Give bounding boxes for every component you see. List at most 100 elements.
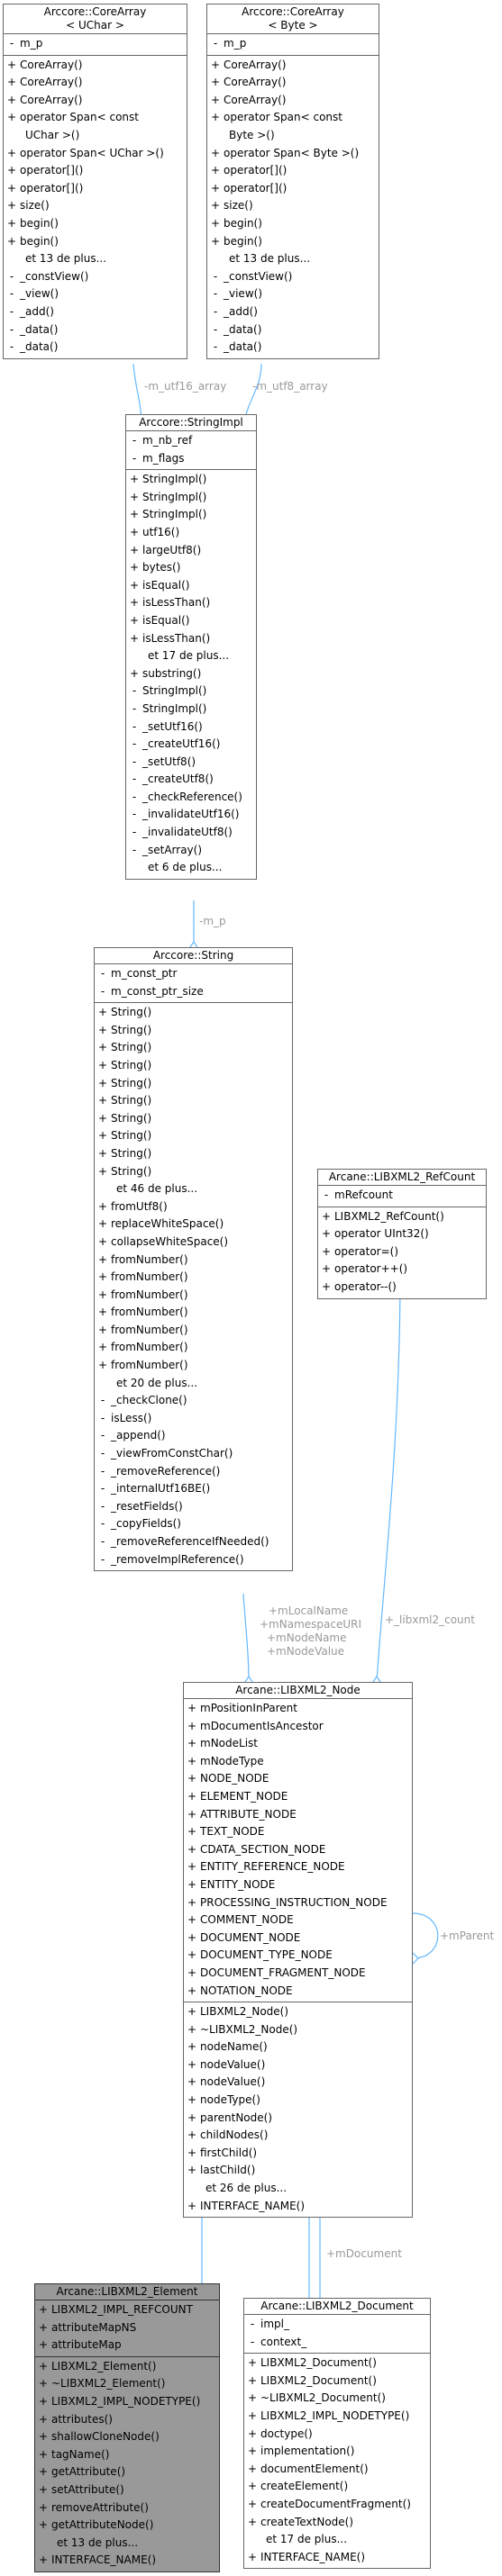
visibility-marker: + bbox=[187, 1948, 197, 1962]
member-row: +collapseWhiteSpace() bbox=[95, 1234, 292, 1252]
member-name: LIBXML2_IMPL_NODETYPE() bbox=[51, 2394, 201, 2408]
member-row: +String() bbox=[95, 1127, 292, 1145]
member-name: attributes() bbox=[51, 2412, 113, 2426]
visibility-marker: + bbox=[321, 1209, 332, 1223]
visibility-marker: + bbox=[187, 2199, 197, 2212]
visibility-marker: + bbox=[187, 1966, 197, 1979]
member-name: operator[]() bbox=[224, 181, 288, 194]
member-name: ATTRIBUTE_NODE bbox=[200, 1807, 297, 1821]
member-row: +firstChild() bbox=[184, 2145, 412, 2163]
visibility-marker: + bbox=[187, 1860, 197, 1874]
member-row: +NOTATION_NODE bbox=[184, 1983, 412, 2001]
member-name: _append() bbox=[111, 1429, 166, 1442]
visibility-marker: + bbox=[247, 2445, 258, 2458]
visibility-marker: + bbox=[247, 2427, 258, 2440]
edge-string-members bbox=[242, 1593, 250, 1683]
visibility-marker: + bbox=[187, 2005, 197, 2019]
edge-libxml2-count bbox=[376, 1274, 401, 1683]
member-row: +fromUtf8() bbox=[95, 1198, 292, 1216]
member-name: StringImpl() bbox=[142, 701, 207, 715]
member-name: nodeName() bbox=[200, 2040, 268, 2054]
visibility-marker: - bbox=[213, 269, 218, 283]
member-continuation: UChar >() bbox=[4, 127, 187, 145]
member-row: -_invalidateUtf8() bbox=[126, 824, 256, 842]
visibility-marker: + bbox=[6, 216, 17, 230]
member-name: LIBXML2_RefCount() bbox=[334, 1209, 444, 1223]
member-name: m_const_ptr_size bbox=[111, 984, 204, 998]
member-row: -_createUtf8() bbox=[126, 771, 256, 789]
visibility-marker: + bbox=[6, 199, 17, 212]
member-name: context_ bbox=[260, 2335, 307, 2348]
member-name: substring() bbox=[142, 666, 202, 680]
visibility-marker bbox=[126, 859, 142, 877]
member-row: -_removeReference() bbox=[95, 1463, 292, 1481]
member-continuation: et 46 de plus... bbox=[95, 1180, 292, 1198]
member-name: INTERFACE_NAME() bbox=[260, 2550, 366, 2563]
member-row: +size() bbox=[207, 197, 379, 215]
member-row: +String() bbox=[95, 1145, 292, 1163]
member-name: fromUtf8() bbox=[111, 1199, 168, 1213]
member-row: +CoreArray() bbox=[4, 57, 187, 75]
visibility-marker: - bbox=[100, 1447, 105, 1460]
visibility-marker: + bbox=[187, 1877, 197, 1891]
class-title-line: Arccore::StringImpl bbox=[139, 416, 243, 429]
visibility-marker: - bbox=[213, 304, 218, 318]
visibility-marker: + bbox=[38, 2412, 49, 2426]
member-name: size() bbox=[20, 199, 50, 212]
member-row: +isEqual() bbox=[126, 612, 256, 630]
visibility-marker: + bbox=[97, 1270, 108, 1284]
visibility-marker: - bbox=[132, 773, 137, 786]
attributes-section: +LIBXML2_IMPL_REFCOUNT+attributeMapNS+at… bbox=[35, 2300, 219, 2357]
member-row: +LIBXML2_Document() bbox=[244, 2373, 430, 2391]
class-title: Arccore::CoreArray< Byte > bbox=[207, 5, 379, 34]
member-row: +String() bbox=[95, 1057, 292, 1075]
member-name: _constView() bbox=[20, 269, 89, 283]
member-name: et 17 de plus... bbox=[148, 649, 230, 663]
methods-section: +StringImpl()+StringImpl()+StringImpl()+… bbox=[126, 470, 256, 879]
member-row: +~LIBXML2_Node() bbox=[184, 2021, 412, 2039]
member-row: +LIBXML2_Element() bbox=[35, 2358, 219, 2376]
visibility-marker: + bbox=[247, 2550, 258, 2563]
member-name: begin() bbox=[20, 234, 59, 248]
visibility-marker: + bbox=[187, 1895, 197, 1909]
visibility-marker: + bbox=[187, 1913, 197, 1927]
member-row: -m_const_ptr_size bbox=[95, 983, 292, 1001]
visibility-marker: + bbox=[38, 2553, 49, 2567]
member-row: -m_nb_ref bbox=[126, 432, 256, 450]
visibility-marker: - bbox=[213, 322, 218, 336]
member-row: +largeUtf8() bbox=[126, 542, 256, 560]
member-row: +nodeName() bbox=[184, 2038, 412, 2056]
member-name: m_const_ptr bbox=[111, 967, 178, 980]
visibility-marker: + bbox=[38, 2500, 49, 2514]
member-name: et 13 de plus... bbox=[57, 2535, 139, 2549]
visibility-marker: + bbox=[97, 1306, 108, 1319]
member-row: +LIBXML2_IMPL_NODETYPE() bbox=[35, 2393, 219, 2411]
member-row: -m_p bbox=[207, 35, 379, 53]
member-row: +INTERFACE_NAME() bbox=[244, 2549, 430, 2567]
visibility-marker: + bbox=[129, 543, 140, 556]
visibility-marker: + bbox=[38, 2338, 49, 2352]
edge-label-m-document: +mDocument bbox=[326, 2247, 402, 2260]
member-name: parentNode() bbox=[200, 2111, 273, 2124]
member-name: NOTATION_NODE bbox=[200, 1984, 293, 1997]
member-name: DOCUMENT_NODE bbox=[200, 1930, 301, 1944]
class-libxml2-document: Arcane::LIBXML2_Document-impl_-context_+… bbox=[243, 2298, 431, 2570]
edge-label-utf16: -m_utf16_array bbox=[144, 380, 226, 393]
member-name: NODE_NODE bbox=[200, 1772, 269, 1785]
attributes-section: +mPositionInParent+mDocumentIsAncestor+m… bbox=[184, 1699, 412, 2003]
member-name: _createUtf16() bbox=[142, 737, 221, 751]
visibility-marker: - bbox=[100, 967, 105, 980]
member-row: -StringImpl() bbox=[126, 700, 256, 719]
class-string: Arccore::String-m_const_ptr-m_const_ptr_… bbox=[94, 947, 293, 1572]
visibility-marker: + bbox=[97, 1076, 108, 1089]
member-name: mNodeType bbox=[200, 1754, 264, 1767]
visibility-marker: + bbox=[321, 1227, 332, 1241]
member-row: +String() bbox=[95, 1039, 292, 1057]
member-row: +CoreArray() bbox=[207, 74, 379, 92]
class-title-line: Arccore::CoreArray bbox=[242, 5, 344, 18]
member-name: m_p bbox=[224, 37, 247, 50]
visibility-marker: - bbox=[100, 1535, 105, 1548]
member-name: operator Span< Byte >() bbox=[224, 146, 360, 159]
member-name: operator Span< const bbox=[20, 111, 139, 124]
attributes-section: -m_p bbox=[4, 34, 187, 56]
